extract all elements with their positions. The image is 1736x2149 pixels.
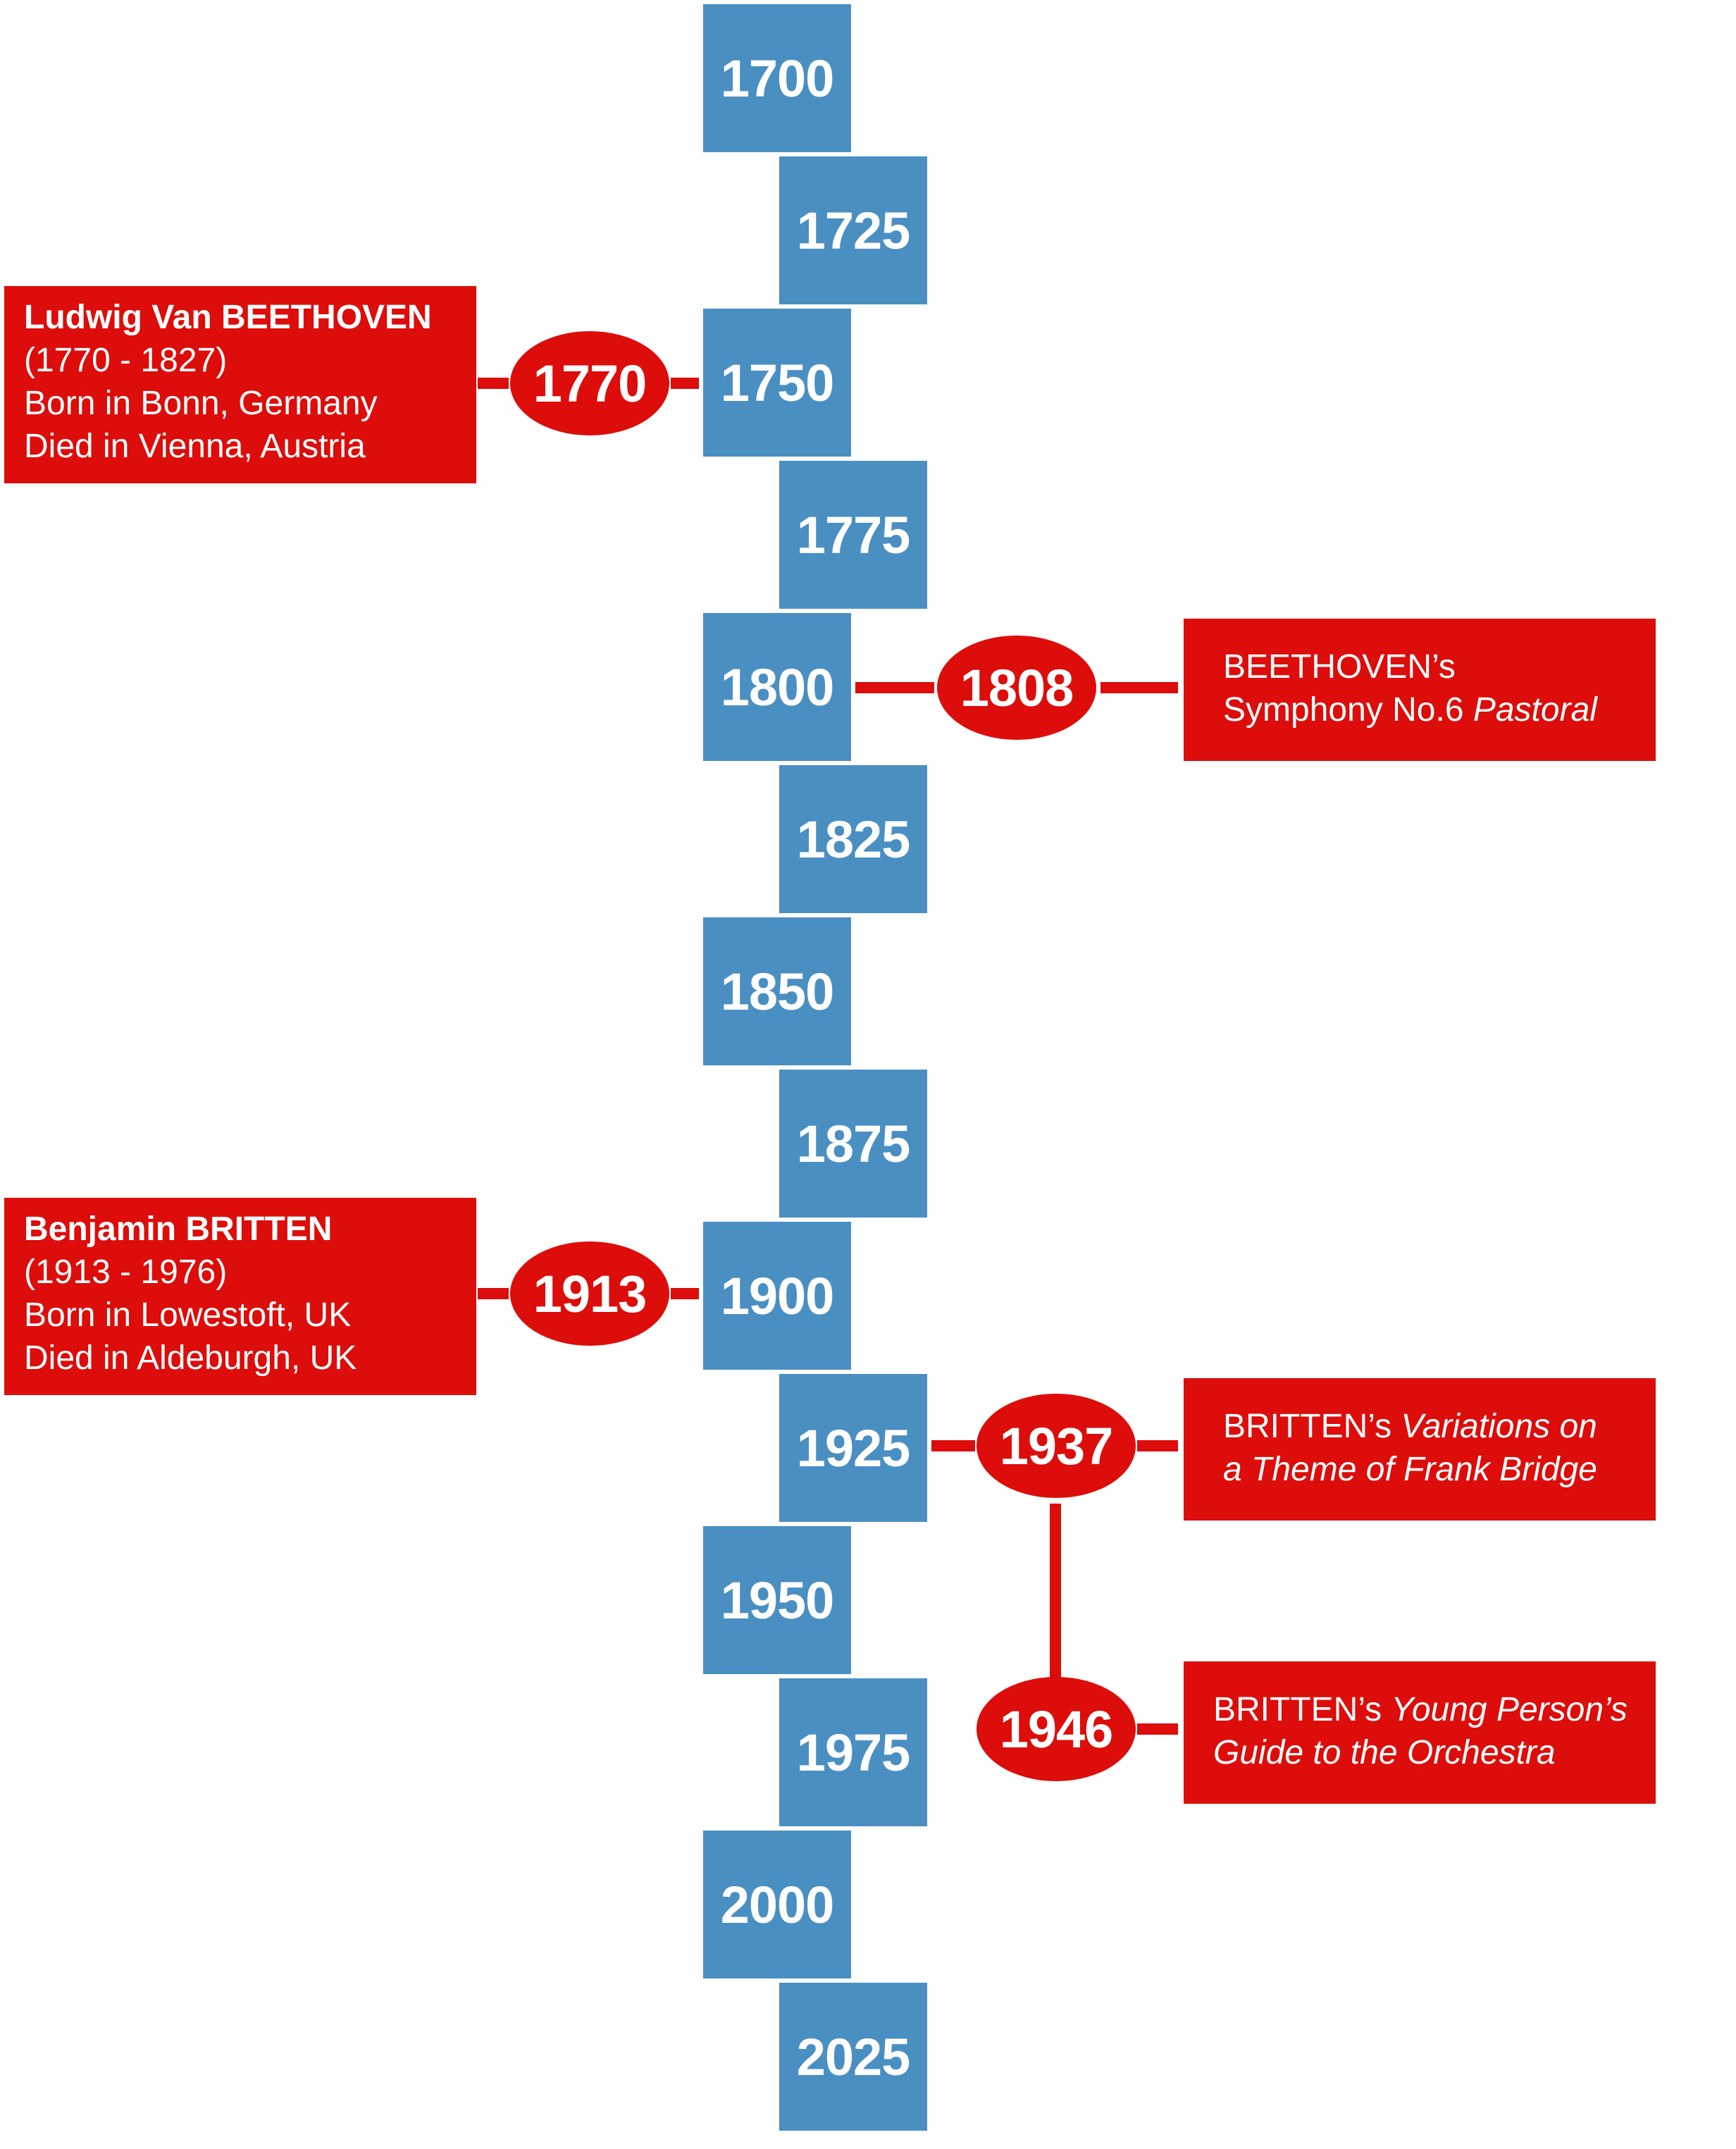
work-title-line1: BRITTEN’s Variations on [1223,1405,1656,1448]
composer-birthplace: Born in Bonn, Germany [24,385,378,422]
work-composer: BEETHOVEN’s [1223,648,1456,686]
composer-dates: (1770 - 1827) [24,342,228,379]
connector-1937-card [1137,1440,1178,1451]
connector-1937-1946 [1050,1504,1061,1685]
event-1808: 1808 [937,636,1096,740]
composer-dates: (1913 - 1976) [24,1253,228,1291]
composer-name: Ludwig Van BEETHOVEN [24,299,432,336]
connector-britten-card [478,1288,509,1299]
year-box-1725: 1725 [779,156,927,304]
year-box-1925: 1925 [779,1374,927,1522]
card-variations: BRITTEN’s Variations on a Theme of Frank… [1184,1378,1656,1521]
year-box-1700: 1700 [703,4,851,152]
year-box-1850: 1850 [703,917,851,1065]
card-britten: Benjamin BRITTEN (1913 - 1976) Born in L… [4,1198,476,1395]
connector-axis-1937 [931,1440,975,1451]
connector-1946-card [1137,1723,1178,1735]
work-composer: BRITTEN’s [1213,1691,1391,1728]
work-title-italic: a Theme of Frank Bridge [1223,1451,1597,1488]
card-pastoral: BEETHOVEN’s Symphony No.6 Pastoral [1184,619,1656,761]
work-title-italic: Young Person’s [1391,1691,1628,1728]
composer-name: Benjamin BRITTEN [24,1210,333,1248]
work-title-italic: Guide to the Orchestra [1213,1734,1556,1771]
composer-deathplace: Died in Aldeburgh, UK [24,1339,357,1377]
year-box-1975: 1975 [779,1678,927,1826]
year-box-1875: 1875 [779,1070,927,1218]
event-1946: 1946 [976,1677,1136,1781]
year-box-1950: 1950 [703,1526,851,1674]
work-title-line1: BRITTEN’s Young Person’s [1213,1688,1656,1731]
year-box-1775: 1775 [779,461,927,609]
event-1770: 1770 [510,331,669,435]
event-1913: 1913 [510,1241,669,1346]
connector-axis-1808 [855,682,934,693]
work-title-plain: Symphony No.6 [1223,691,1473,729]
year-box-1750: 1750 [703,309,851,457]
composer-deathplace: Died in Vienna, Austria [24,428,366,465]
work-title-line2: Guide to the Orchestra [1213,1731,1656,1774]
work-title-italic: Variations on [1401,1408,1597,1445]
work-title-line2: a Theme of Frank Bridge [1223,1448,1656,1491]
connector-1808-card [1100,682,1178,693]
work-title: Symphony No.6 Pastoral [1223,688,1656,731]
work-composer: BRITTEN’s [1223,1408,1401,1445]
connector-1770-axis [671,378,699,389]
connector-beethoven-card [478,378,509,389]
year-box-1900: 1900 [703,1222,851,1370]
work-title-italic: Pastoral [1472,691,1597,729]
composer-birthplace: Born in Lowestoft, UK [24,1296,352,1334]
event-1937: 1937 [976,1394,1136,1498]
year-box-1800: 1800 [703,613,851,761]
card-beethoven: Ludwig Van BEETHOVEN (1770 - 1827) Born … [4,286,476,483]
year-box-1825: 1825 [779,765,927,913]
connector-1913-axis [671,1288,699,1299]
year-box-2025: 2025 [779,1983,927,2131]
year-box-2000: 2000 [703,1831,851,1978]
card-young-person: BRITTEN’s Young Person’s Guide to the Or… [1184,1661,1656,1804]
